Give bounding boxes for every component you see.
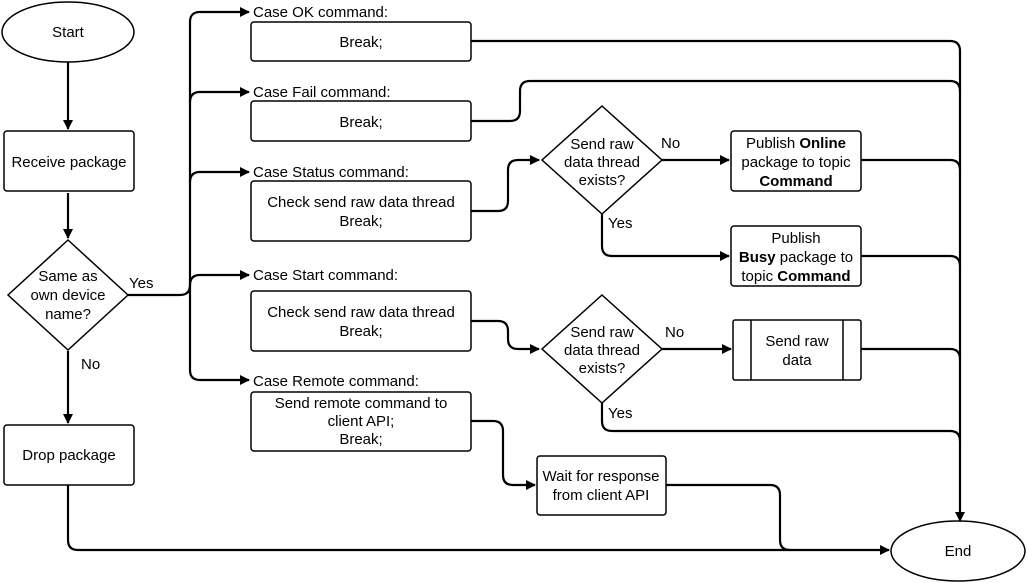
no-1-label: No [661, 135, 680, 152]
case-status-body: Check send raw data thread Break; [250, 180, 472, 242]
end-node: End [890, 520, 1026, 582]
no-2-label: No [665, 324, 684, 341]
same-as-own-line2: own device [30, 287, 105, 304]
publish-online-line2: package to topic [741, 154, 851, 171]
edge-decision1-yes [600, 214, 730, 261]
edge-busy-end [861, 254, 962, 267]
edge-start-decision2 [471, 319, 540, 354]
publish-busy-line1: Publish [771, 230, 820, 247]
publish-online-node: Publish Online package to topic Command [730, 130, 862, 192]
same-as-own-decision: Same as own device name? [6, 238, 130, 352]
wait-response-line2: from client API [553, 487, 650, 504]
edge-bus-remote [188, 285, 250, 385]
yes-main-label: Yes [129, 275, 153, 292]
edges [63, 7, 965, 555]
send-raw-data-line1: Send raw [765, 333, 829, 350]
edge-sendraw-end [861, 347, 962, 360]
case-start-label: Case Start command: [253, 267, 398, 284]
publish-busy-line2: Busy package to [739, 249, 853, 266]
start-node: Start [1, 1, 135, 63]
edge-fail-end [471, 79, 962, 123]
publish-busy-line3: topic Command [741, 268, 850, 285]
case-status-label: Case Status command: [253, 164, 409, 181]
thread-exists-1-line3: exists? [579, 172, 626, 189]
edge-bus-start [188, 270, 250, 286]
yes-1-label: Yes [608, 215, 632, 232]
send-raw-data-node: Send raw data [732, 319, 862, 381]
case-ok-break: Break; [339, 34, 382, 51]
edge-bus-fail [188, 87, 250, 103]
thread-exists-2-line2: data thread [564, 342, 640, 359]
case-ok-body: Break; [250, 21, 472, 62]
same-as-own-line1: Same as [38, 268, 97, 285]
same-as-own-line3: name? [45, 306, 91, 323]
thread-exists-2-line3: exists? [579, 360, 626, 377]
receive-package-label: Receive package [11, 154, 126, 171]
edge-wait-end [666, 483, 791, 552]
thread-exists-decision-1: Send raw data thread exists? [540, 104, 664, 216]
case-remote-line3: Break; [339, 431, 382, 448]
case-start-line1: Check send raw data thread [267, 304, 455, 321]
case-remote-line1: Send remote command to [275, 395, 448, 412]
thread-exists-decision-2: Send raw data thread exists? [540, 293, 664, 405]
case-fail-break: Break; [339, 114, 382, 131]
edge-online-end [861, 158, 962, 171]
send-raw-data-line2: data [782, 352, 812, 369]
start-label: Start [52, 24, 85, 41]
case-remote-body: Send remote command to client API; Break… [250, 391, 472, 452]
publish-online-line3: Command [759, 173, 832, 190]
thread-exists-1-line2: data thread [564, 154, 640, 171]
yes-2-label: Yes [608, 405, 632, 422]
case-remote-label: Case Remote command: [253, 373, 419, 390]
case-status-line2: Break; [339, 213, 382, 230]
case-remote-line2: client API; [328, 413, 395, 430]
case-fail-body: Break; [250, 100, 472, 142]
end-label: End [945, 543, 972, 560]
receive-package-node: Receive package [3, 130, 135, 192]
publish-busy-node: Publish Busy package to topic Command [730, 225, 862, 287]
publish-online-line1: Publish Online [746, 135, 846, 152]
edge-status-decision1 [471, 155, 540, 213]
no-main-label: No [81, 356, 100, 373]
case-status-line1: Check send raw data thread [267, 194, 455, 211]
thread-exists-1-line1: Send raw [570, 136, 634, 153]
drop-package-label: Drop package [22, 447, 115, 464]
thread-exists-2-line1: Send raw [570, 324, 634, 341]
edge-bus-status [188, 167, 250, 183]
case-fail-label: Case Fail command: [253, 84, 391, 101]
edge-remote-wait [471, 419, 536, 490]
wait-response-line1: Wait for response [543, 468, 660, 485]
edge-yes-bus [128, 10, 210, 297]
drop-package-node: Drop package [3, 424, 135, 486]
case-start-line2: Break; [339, 323, 382, 340]
case-ok-label: Case OK command: [253, 4, 388, 21]
edge-decision2-yes [600, 403, 962, 442]
edge-drop-end [66, 485, 890, 555]
case-start-body: Check send raw data thread Break; [250, 290, 472, 352]
edge-ok-end [471, 39, 965, 522]
wait-response-node: Wait for response from client API [536, 455, 667, 516]
